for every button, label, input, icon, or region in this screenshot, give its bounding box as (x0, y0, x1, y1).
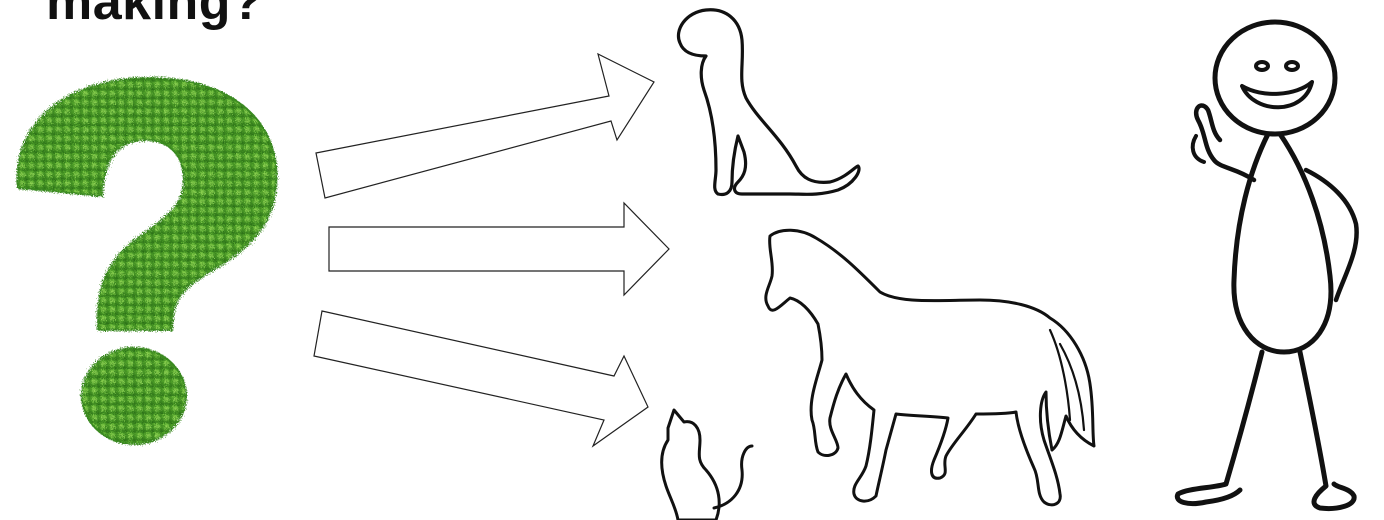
cat-outline-icon (660, 408, 754, 520)
slide-title: making? (46, 0, 264, 31)
horse-outline-icon (764, 228, 1096, 507)
dog-outline-icon (676, 8, 861, 197)
arrow-to-dog (315, 52, 655, 199)
arrow-to-horse (328, 201, 670, 297)
stick-figure-thumbs-up-icon (1174, 19, 1359, 511)
arrow-to-cat (313, 310, 649, 448)
grass-question-mark-icon (16, 76, 278, 445)
